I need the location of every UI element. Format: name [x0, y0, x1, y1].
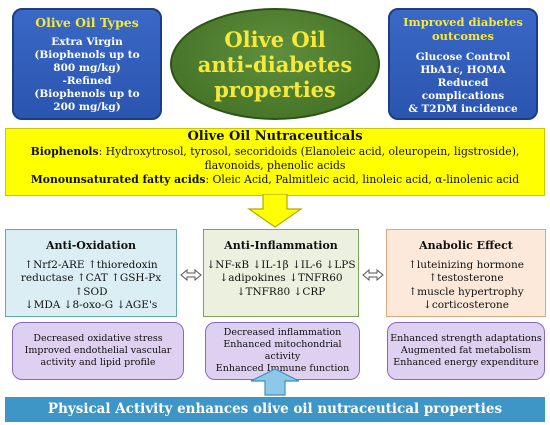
main-title-line: anti-diabetes: [197, 51, 353, 77]
mufa-text: : Oleic Acid, Palmitleic acid, linoleic …: [205, 173, 520, 186]
effect-line: Augmented fat metabolism: [400, 345, 532, 356]
outcomes-title-line: outcomes: [432, 29, 494, 43]
effect-line: Enhanced Immune function: [215, 363, 350, 374]
nutraceuticals-title: Olive Oil Nutraceuticals: [187, 129, 363, 144]
effect-line: Enhanced energy expenditure: [393, 357, 539, 368]
effect-line: Enhanced strength adaptations: [390, 333, 542, 344]
anabolic-line: ↓corticosterone: [423, 299, 509, 311]
oxidation-effects-box: Decreased oxidative stress Improved endo…: [12, 322, 184, 380]
effect-line: Decreased inflammation: [223, 327, 342, 338]
anti-oxidation-box: Anti-Oxidation ↑Nrf2-ARE ↑thioredoxin re…: [5, 229, 177, 317]
mufa-line: Monounsaturated fatty acids: Oleic Acid,…: [6, 173, 544, 187]
anabolic-line: ↑muscle hypertrophy: [408, 285, 524, 298]
biophenols-label: Biophenols: [30, 145, 99, 158]
types-line: 200 mg/kg): [53, 101, 121, 113]
mufa-label: Monounsaturated fatty acids: [30, 173, 206, 186]
anabolic-line: ↑testosterone: [428, 272, 504, 284]
outcome-line: complications: [421, 90, 505, 102]
types-line: (Biophenols up to: [34, 88, 140, 100]
physical-activity-banner: Physical Activity enhances olive oil nut…: [5, 397, 545, 422]
anti-inflammation-line: ↓TNFR80 ↓CRP: [236, 285, 326, 298]
types-line: 800 mg/kg): [53, 62, 121, 74]
anti-oxidation-title: Anti-Oxidation: [45, 239, 137, 252]
effect-line: Decreased oxidative stress: [33, 333, 163, 344]
anabolic-effects-box: Enhanced strength adaptations Augmented …: [387, 322, 545, 380]
nutraceuticals-box: Olive Oil Nutraceuticals Biophenols: Hyd…: [5, 128, 545, 196]
anabolic-effect-title: Anabolic Effect: [419, 239, 513, 252]
main-title-line: properties: [214, 76, 336, 102]
effect-line: activity and lipid profile: [40, 357, 156, 368]
biophenols-text: : Hydroxytrosol, tyrosol, secoridoids (E…: [98, 145, 520, 158]
anti-inflammation-line: ↓NF-κB ↓IL-1β ↓IL-6 ↓LPS: [206, 258, 356, 271]
inflammation-effects-box: Decreased inflammation Enhanced mitochon…: [205, 322, 360, 380]
anabolic-line: ↑luteinizing hormone: [408, 258, 524, 271]
olive-oil-types-title: Olive Oil Types: [35, 15, 139, 30]
biophenols-line: Biophenols: Hydroxytrosol, tyrosol, seco…: [6, 145, 544, 159]
anabolic-effect-box: Anabolic Effect ↑luteinizing hormone ↑te…: [386, 229, 546, 317]
main-title-line: Olive Oil: [224, 26, 326, 52]
outcome-line: Glucose Control: [415, 51, 511, 63]
anti-oxidation-line: ↓MDA ↓8-oxo-G ↓AGE's: [24, 299, 158, 311]
types-line: -Refined: [62, 75, 112, 87]
outcome-line: Reduced: [437, 77, 489, 89]
effect-line: Enhanced mitochondrial activity: [223, 339, 342, 362]
outcome-line: HbA1c, HOMA: [420, 64, 506, 76]
anti-inflammation-line: ↓adipokines ↓TNFR60: [219, 272, 343, 284]
effect-line: Improved endothelial vascular: [24, 345, 172, 356]
double-arrow-icon: [180, 269, 202, 281]
anti-oxidation-line: ↑Nrf2-ARE ↑thioredoxin: [24, 258, 158, 271]
diabetes-outcomes-box: Improved diabetes outcomes Glucose Contr…: [388, 8, 538, 120]
biophenols-text-2: flavonoids, phenolic acids: [204, 159, 346, 172]
anti-inflammation-box: Anti-Inflammation ↓NF-κB ↓IL-1β ↓IL-6 ↓L…: [203, 229, 359, 317]
outcomes-title-line: Improved diabetes: [403, 15, 523, 29]
outcome-line: & T2DM incidence: [408, 103, 518, 115]
olive-oil-types-box: Olive Oil Types Extra Virgin (Biophenols…: [12, 8, 162, 120]
main-title-ellipse: Olive Oil anti-diabetes properties: [170, 8, 380, 120]
anti-oxidation-line: reductase ↑CAT ↑GSH-Px ↑SOD: [20, 272, 162, 298]
up-arrow-icon: [250, 368, 300, 396]
down-arrow-icon: [247, 194, 303, 228]
double-arrow-icon: [362, 269, 384, 281]
types-line: (Biophenols up to: [34, 49, 140, 61]
anti-inflammation-title: Anti-Inflammation: [224, 239, 338, 252]
types-line: Extra Virgin: [51, 36, 123, 48]
